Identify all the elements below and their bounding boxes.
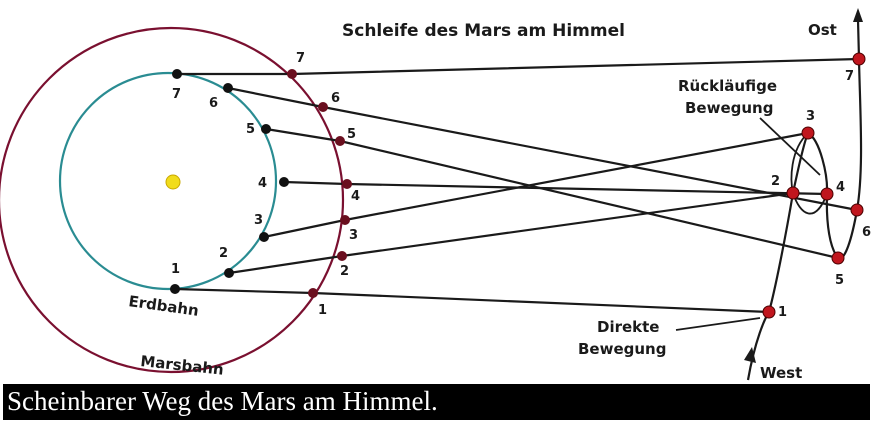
mars-number-4: 4 bbox=[351, 189, 360, 204]
sight-line-1 bbox=[174, 287, 770, 314]
earth-number-4: 4 bbox=[258, 176, 267, 191]
mars-position-1 bbox=[308, 288, 318, 298]
mars-number-3: 3 bbox=[349, 228, 358, 243]
mars-positions bbox=[287, 69, 352, 298]
earth-position-3 bbox=[259, 232, 269, 242]
sky-number-1: 1 bbox=[778, 305, 787, 320]
east-arrow bbox=[853, 8, 863, 22]
sky-positions bbox=[762, 52, 866, 319]
earth-orbit bbox=[58, 71, 278, 291]
mars-numbers: 1 2 3 4 5 6 7 bbox=[296, 51, 360, 318]
west-label: West bbox=[760, 364, 802, 382]
mars-position-4 bbox=[342, 179, 352, 189]
earth-orbit-label: Erdbahn bbox=[127, 292, 199, 320]
retrograde-label-line1: Rückläufige bbox=[678, 77, 777, 95]
mars-orbit bbox=[0, 26, 345, 374]
earth-position-6 bbox=[223, 83, 233, 93]
apparent-path bbox=[746, 19, 863, 381]
earth-number-6: 6 bbox=[209, 96, 218, 111]
sky-number-7: 7 bbox=[845, 69, 854, 84]
retrograde-pointer bbox=[759, 117, 821, 176]
retrograde-label-line2: Bewegung bbox=[685, 99, 773, 117]
sky-number-2: 2 bbox=[771, 174, 780, 189]
sky-position-4 bbox=[820, 187, 834, 201]
mars-orbit-label: Marsbahn bbox=[140, 352, 225, 379]
sky-number-5: 5 bbox=[835, 273, 844, 288]
sky-position-1 bbox=[762, 305, 776, 319]
west-arrow bbox=[744, 347, 756, 363]
mars-number-5: 5 bbox=[347, 127, 356, 142]
earth-number-5: 5 bbox=[246, 122, 255, 137]
direct-label-line1: Direkte bbox=[597, 318, 659, 336]
sky-number-4: 4 bbox=[836, 180, 845, 195]
mars-number-6: 6 bbox=[331, 91, 340, 106]
direct-label-line2: Bewegung bbox=[578, 340, 666, 358]
earth-position-2 bbox=[224, 268, 234, 278]
mars-number-7: 7 bbox=[296, 51, 305, 66]
earth-number-1: 1 bbox=[171, 262, 180, 277]
earth-number-7: 7 bbox=[172, 87, 181, 102]
sky-position-2 bbox=[786, 186, 800, 200]
caption: Scheinbarer Weg des Mars am Himmel. bbox=[7, 386, 438, 416]
earth-positions bbox=[170, 69, 289, 294]
east-label: Ost bbox=[808, 21, 837, 39]
earth-number-3: 3 bbox=[254, 213, 263, 228]
earth-position-5 bbox=[261, 124, 271, 134]
sky-position-5 bbox=[831, 251, 845, 265]
sky-number-3: 3 bbox=[806, 109, 815, 124]
mars-number-1: 1 bbox=[318, 303, 327, 318]
sky-position-6 bbox=[850, 203, 864, 217]
sight-line-2 bbox=[228, 191, 794, 275]
sky-position-7 bbox=[852, 52, 866, 66]
sky-numbers: 1 2 3 4 5 6 7 bbox=[771, 69, 871, 320]
caption-bar bbox=[3, 384, 870, 420]
diagram-title: Schleife des Mars am Himmel bbox=[342, 21, 625, 41]
earth-numbers: 1 2 3 4 5 6 7 bbox=[171, 87, 267, 277]
mars-position-3 bbox=[340, 215, 350, 225]
sky-position-3 bbox=[801, 126, 815, 140]
mars-position-5 bbox=[335, 136, 345, 146]
earth-number-2: 2 bbox=[219, 246, 228, 261]
earth-position-7 bbox=[172, 69, 182, 79]
mars-number-2: 2 bbox=[340, 264, 349, 279]
mars-position-2 bbox=[337, 251, 347, 261]
mars-position-7 bbox=[287, 69, 297, 79]
mars-position-6 bbox=[318, 102, 328, 112]
sight-lines bbox=[174, 57, 860, 314]
earth-position-4 bbox=[279, 177, 289, 187]
earth-position-1 bbox=[170, 284, 180, 294]
sun bbox=[165, 174, 181, 190]
direct-pointer bbox=[675, 317, 761, 331]
sky-number-6: 6 bbox=[862, 225, 871, 240]
